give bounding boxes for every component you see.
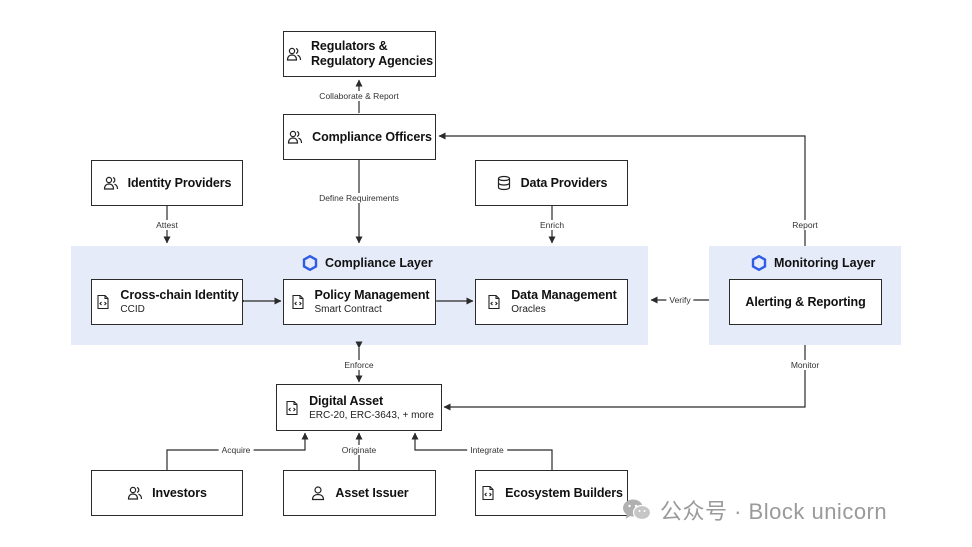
data-providers-title: Data Providers	[520, 175, 608, 190]
data-providers-node: Data Providers	[475, 160, 628, 206]
compliance-officers-node: Compliance Officers	[283, 114, 436, 160]
label-verify: Verify	[666, 295, 694, 305]
policy-management-title: Policy Management	[314, 288, 430, 302]
wechat-icon	[622, 498, 652, 522]
watermark-text: 公众号 · Block unicorn	[660, 499, 888, 524]
cross-chain-identity-node: Cross-chain Identity CCID	[91, 279, 243, 325]
label-collaborate-report: Collaborate & Report	[316, 91, 402, 101]
data-management-node: Data Management Oracles	[475, 279, 628, 325]
label-monitor: Monitor	[787, 360, 823, 370]
code-document-icon	[486, 294, 502, 310]
edge-report	[438, 132, 806, 246]
monitoring-layer-title: Monitoring Layer	[751, 255, 875, 271]
asset-issuer-node: Asset Issuer	[283, 470, 436, 516]
label-originate: Originate	[338, 445, 380, 455]
cross-chain-identity-subtitle: CCID	[120, 304, 145, 315]
regulators-title-line1: Regulators &	[311, 39, 388, 53]
identity-providers-title: Identity Providers	[127, 175, 232, 190]
policy-management-subtitle: Smart Contract	[314, 304, 382, 315]
digital-asset-title: Digital Asset	[309, 393, 384, 408]
people-icon	[286, 46, 302, 62]
ecosystem-builders-title: Ecosystem Builders	[505, 485, 623, 500]
code-document-icon	[95, 294, 111, 310]
compliance-officers-title: Compliance Officers	[312, 129, 432, 144]
label-define-requirements: Define Requirements	[316, 193, 402, 203]
label-attest: Attest	[153, 220, 181, 230]
digital-asset-subtitle: ERC-20, ERC-3643, + more	[309, 409, 434, 421]
watermark: 公众号 · Block unicorn	[622, 494, 887, 526]
data-management-title: Data Management	[511, 288, 617, 302]
hexagon-icon	[302, 255, 318, 271]
alerting-reporting-title: Alerting & Reporting	[745, 294, 866, 309]
label-acquire: Acquire	[218, 445, 254, 455]
edge-monitor	[443, 345, 806, 411]
label-report: Report	[789, 220, 821, 230]
identity-providers-node: Identity Providers	[91, 160, 243, 206]
data-management-subtitle: Oracles	[511, 304, 546, 315]
label-enforce: Enforce	[341, 360, 377, 370]
people-icon	[127, 485, 143, 501]
compliance-layer-title: Compliance Layer	[302, 255, 433, 271]
code-document-icon	[480, 485, 496, 501]
alerting-reporting-node: Alerting & Reporting	[729, 279, 882, 325]
investors-title: Investors	[152, 485, 207, 500]
people-icon	[103, 175, 119, 191]
code-document-icon	[290, 294, 306, 310]
hexagon-icon	[751, 255, 767, 271]
policy-management-node: Policy Management Smart Contract	[283, 279, 436, 325]
investors-node: Investors	[91, 470, 243, 516]
people-icon	[287, 129, 303, 145]
ecosystem-builders-node: Ecosystem Builders	[475, 470, 628, 516]
digital-asset-node: Digital Asset ERC-20, ERC-3643, + more	[276, 384, 442, 431]
person-icon	[310, 485, 326, 501]
cross-chain-identity-title: Cross-chain Identity	[120, 288, 239, 302]
label-enrich: Enrich	[536, 220, 568, 230]
label-integrate: Integrate	[467, 445, 507, 455]
database-icon	[496, 175, 512, 191]
regulators-node: Regulators & Regulatory Agencies	[283, 31, 436, 77]
code-document-icon	[284, 400, 300, 416]
regulators-title-line2: Regulatory Agencies	[311, 54, 433, 68]
asset-issuer-title: Asset Issuer	[335, 485, 409, 500]
